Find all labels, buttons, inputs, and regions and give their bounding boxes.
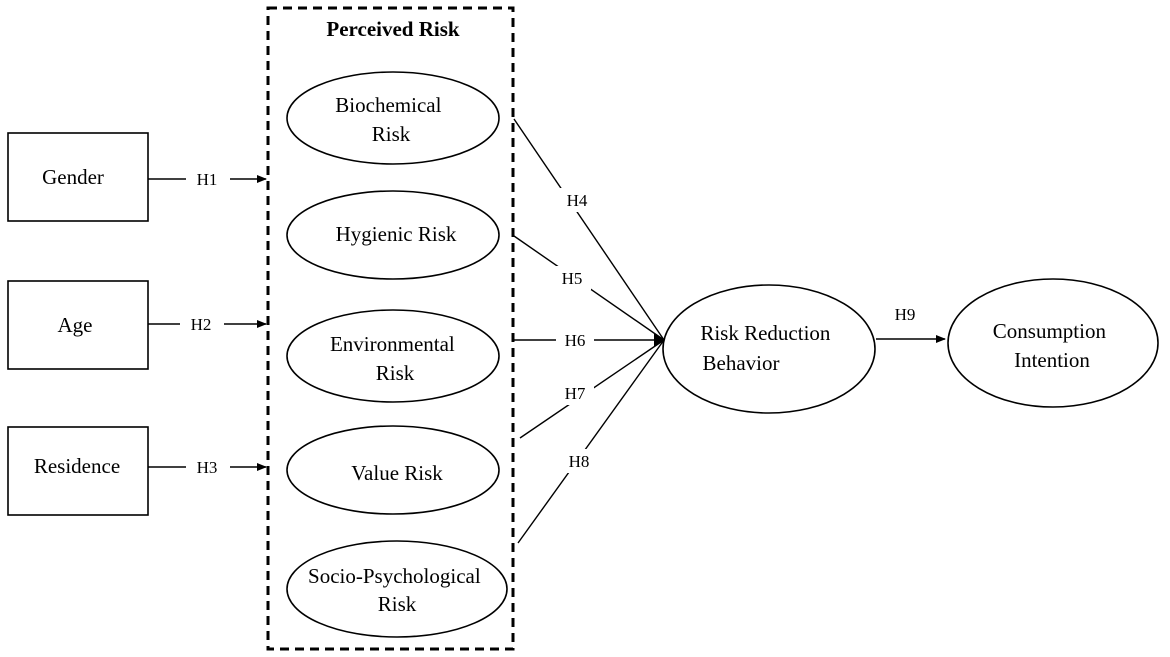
h4-line bbox=[513, 118, 665, 341]
hygienic-risk-label: Hygienic Risk bbox=[336, 222, 457, 246]
consumption-intention-ellipse bbox=[947, 278, 1159, 408]
h5-label: H5 bbox=[562, 269, 583, 288]
residence-box bbox=[7, 426, 149, 516]
biochemical-risk-label: Biochemical Risk bbox=[335, 93, 446, 146]
value-risk-label: Value Risk bbox=[351, 461, 443, 485]
consumption-intention-label: Consumption Intention bbox=[993, 319, 1111, 372]
perceived-risk-group-border bbox=[266, 6, 515, 651]
h3-label: H3 bbox=[197, 458, 218, 477]
risk-reduction-behavior-label: Risk Reduction Behavior bbox=[700, 321, 835, 375]
h6-label: H6 bbox=[565, 331, 586, 350]
biochemical-risk-ellipse bbox=[286, 71, 500, 165]
convergence-arrowhead bbox=[654, 333, 665, 347]
value-risk-ellipse bbox=[286, 425, 500, 515]
h4-label: H4 bbox=[567, 191, 588, 210]
environmental-risk-ellipse bbox=[286, 309, 500, 403]
age-label: Age bbox=[58, 313, 93, 337]
residence-label: Residence bbox=[34, 454, 120, 478]
hygienic-risk-ellipse bbox=[286, 190, 500, 280]
socio-psychological-risk-ellipse bbox=[286, 540, 508, 638]
h9-label: H9 bbox=[895, 305, 916, 324]
h8-label: H8 bbox=[569, 452, 590, 471]
h7-label: H7 bbox=[565, 384, 586, 403]
risk-reduction-behavior-ellipse bbox=[662, 284, 876, 414]
perceived-risk-title: Perceived Risk bbox=[326, 17, 459, 41]
socio-psychological-risk-label: Socio-Psychological Risk bbox=[308, 564, 486, 616]
h2-label: H2 bbox=[191, 315, 212, 334]
h1-label: H1 bbox=[197, 170, 218, 189]
environmental-risk-label: Environmental Risk bbox=[330, 332, 460, 385]
h8-line bbox=[517, 339, 665, 544]
gender-label: Gender bbox=[42, 165, 104, 189]
age-box bbox=[7, 280, 149, 370]
gender-box bbox=[7, 132, 149, 222]
